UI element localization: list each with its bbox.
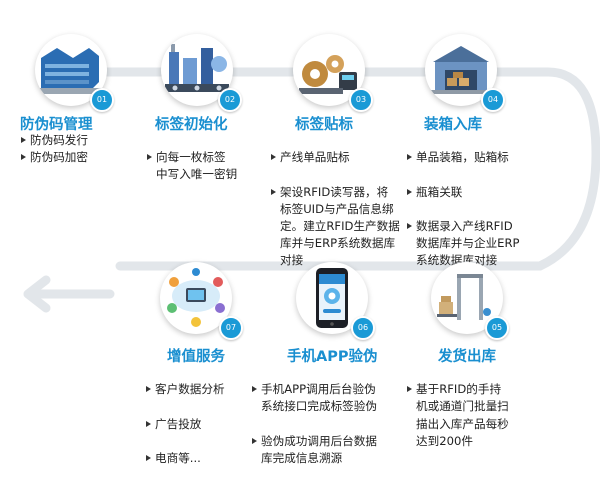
step-6-list: 手机APP调用后台验伪 系统接口完成标签验伪 验伪成功调用后台数据 库完成信息溯… xyxy=(251,364,401,484)
step-7-list: 客户数据分析 广告投放 电商等... xyxy=(145,364,255,484)
step-5-node xyxy=(431,262,503,334)
step-5-title: 发货出库 xyxy=(438,349,496,365)
step-5-badge: 05 xyxy=(485,316,509,340)
list-item: 手机APP调用后台验伪 系统接口完成标签验伪 xyxy=(251,381,401,415)
step-3-title: 标签贴标 xyxy=(295,117,353,133)
step-5-list: 基于RFID的手持 机或通道门批量扫 描出入库产品每秒 达到200件 xyxy=(406,364,536,467)
step-6-title: 手机APP验伪 xyxy=(287,349,378,365)
list-item: 防伪码发行 xyxy=(20,132,135,149)
list-item: 向每一枚标签 中写入唯一密钥 xyxy=(146,149,264,183)
gears-reader-icon xyxy=(299,55,357,94)
factory-icon xyxy=(37,48,105,94)
rfid-gate-icon xyxy=(437,274,491,320)
step-3-badge: 03 xyxy=(349,88,373,112)
list-item: 数据录入产线RFID 数据库并与企业ERP 系统数据库对接 xyxy=(406,218,546,270)
list-item: 防伪码加密 xyxy=(20,149,135,166)
list-item: 客户数据分析 xyxy=(145,381,255,398)
step-1-badge: 01 xyxy=(90,88,114,112)
list-item: 单品装箱，贴箱标 xyxy=(406,149,546,166)
step-6-badge: 06 xyxy=(351,316,375,340)
step-6-node xyxy=(296,262,368,334)
step-1-list: 防伪码发行 防伪码加密 xyxy=(20,132,135,166)
list-item: 电商等... xyxy=(145,450,255,467)
list-item: 产线单品贴标 xyxy=(270,149,410,166)
mobile-phone-icon xyxy=(316,268,348,328)
step-4-title: 装箱入库 xyxy=(424,117,482,133)
flow-path xyxy=(23,67,600,313)
production-line-icon xyxy=(165,44,229,92)
step-2-badge: 02 xyxy=(218,88,242,112)
step-2-title: 标签初始化 xyxy=(155,117,228,133)
step-7-title: 增值服务 xyxy=(167,349,225,365)
step-1-title: 防伪码管理 xyxy=(20,117,93,133)
list-item: 架设RFID读写器，将 标签UID与产品信息绑 定。建立RFID生产数据 库并与… xyxy=(270,184,410,270)
step-3-list: 产线单品贴标 架设RFID读写器，将 标签UID与产品信息绑 定。建立RFID生… xyxy=(270,132,410,287)
step-1-node xyxy=(35,34,107,106)
cloud-network-icon xyxy=(167,268,225,327)
list-item: 验伪成功调用后台数据 库完成信息溯源 xyxy=(251,433,401,467)
step-4-list: 单品装箱，贴箱标 瓶箱关联 数据录入产线RFID 数据库并与企业ERP 系统数据… xyxy=(406,132,546,287)
warehouse-icon xyxy=(431,46,491,94)
step-7-badge: 07 xyxy=(219,316,243,340)
list-item: 广告投放 xyxy=(145,416,255,433)
list-item: 瓶箱关联 xyxy=(406,184,546,201)
list-item: 基于RFID的手持 机或通道门批量扫 描出入库产品每秒 达到200件 xyxy=(406,381,536,450)
step-4-badge: 04 xyxy=(481,88,505,112)
step-2-list: 向每一枚标签 中写入唯一密钥 xyxy=(146,132,264,201)
